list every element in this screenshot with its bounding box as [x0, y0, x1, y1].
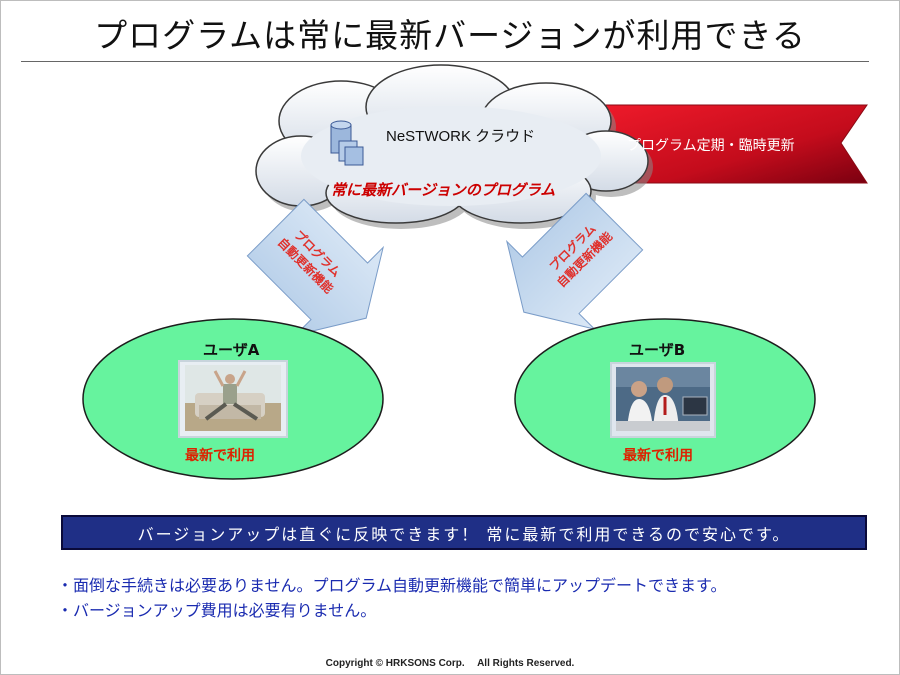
database-icon	[330, 120, 364, 166]
update-banner-label: プログラム定期・臨時更新	[627, 138, 795, 154]
auto-update-arrow-left	[246, 198, 385, 337]
title-divider	[21, 61, 869, 62]
user-a-status: 最新で利用	[185, 448, 255, 464]
bullet-list: ・面倒な手続きは必要ありません。プログラム自動更新機能で簡単にアップデートできま…	[57, 573, 726, 623]
bullet-item: ・バージョンアップ費用は必要有りません。	[57, 601, 377, 620]
cloud-core	[301, 106, 601, 206]
copyright: Copyright © HRKSONS Corp. All Rights Res…	[325, 658, 575, 669]
message-box: バージョンアップは直ぐに反映できます！ 常に最新で利用できるので安心です。	[61, 515, 867, 550]
user-b-photo	[610, 362, 716, 438]
user-b-status: 最新で利用	[623, 448, 693, 464]
page-title: プログラムは常に最新バージョンが利用できる	[94, 16, 806, 55]
cloud-subtitle: 常に最新バージョンのプログラム	[331, 181, 556, 199]
user-b-name: ユーザB	[629, 341, 686, 359]
bullet-item: ・面倒な手続きは必要ありません。プログラム自動更新機能で簡単にアップデートできま…	[57, 576, 727, 595]
user-a-name: ユーザA	[203, 341, 260, 359]
auto-update-arrow-right	[505, 192, 644, 331]
user-a-photo	[178, 360, 288, 438]
cloud-name: NeSTWORK クラウド	[386, 128, 536, 145]
